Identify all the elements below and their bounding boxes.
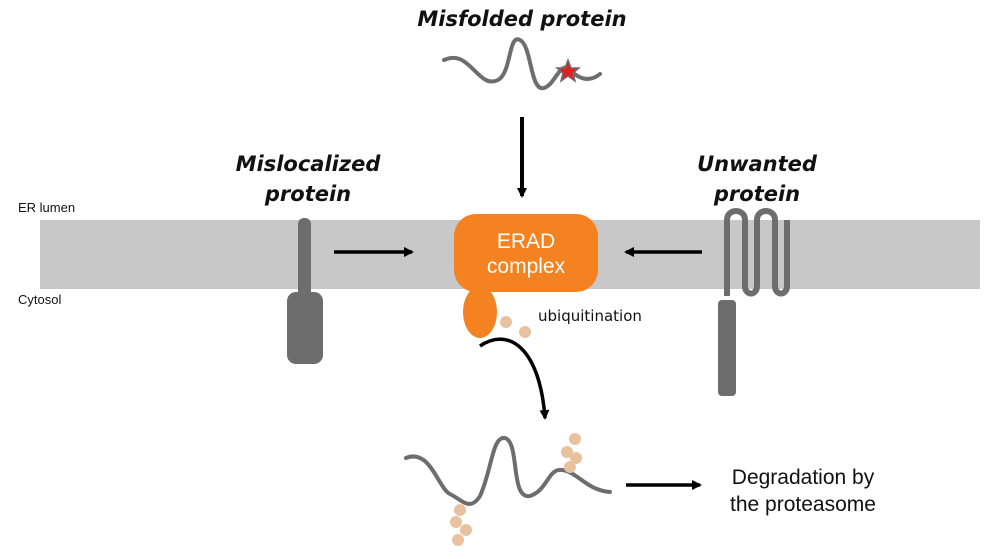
- ubiquitin-dot: [452, 534, 464, 546]
- erad-cytosolic-domain: [463, 286, 497, 338]
- ubiquitin-dot: [519, 326, 531, 338]
- label-erad-complex: ERAD complex: [454, 229, 598, 279]
- label-degradation-line1: Degradation by: [731, 466, 875, 489]
- unwanted-protein-multipass: [724, 208, 790, 297]
- mislocalized-protein-cytosolic: [287, 292, 323, 364]
- erad-complex: [454, 214, 598, 292]
- label-unwanted-protein: Unwanted protein: [672, 149, 842, 209]
- ubiquitin-dot: [569, 433, 581, 445]
- ubiquitin-dot: [460, 524, 472, 536]
- label-er-lumen: ER lumen: [18, 200, 76, 215]
- label-erad-line2: complex: [486, 255, 566, 278]
- ubiquitin-dot: [570, 452, 582, 464]
- label-unwanted-line2: protein: [713, 182, 801, 206]
- ubiquitin-dot: [500, 316, 512, 328]
- unwanted-protein-cytosolic: [718, 300, 736, 396]
- label-erad-line1: ERAD: [496, 230, 556, 253]
- label-cytosol: Cytosol: [18, 292, 62, 307]
- misfold-star-icon: [554, 57, 582, 83]
- label-mislocalized-line1: Mislocalized: [235, 152, 381, 176]
- ubiquitin-dot: [561, 446, 573, 458]
- label-mislocalized-line2: protein: [264, 182, 352, 206]
- ubiquitinated-protein-strand: [404, 436, 612, 506]
- misfolded-protein-strand: [442, 37, 602, 91]
- mislocalized-protein-tm: [298, 218, 311, 298]
- label-mislocalized-protein: Mislocalized protein: [218, 149, 398, 209]
- arrow-erad-to-degradation: [479, 337, 550, 420]
- ubiquitin-dot: [564, 461, 576, 473]
- label-misfolded-protein: Misfolded protein: [417, 7, 627, 31]
- ubiquitin-dot: [450, 516, 462, 528]
- label-degradation-line2: the proteasome: [730, 493, 876, 516]
- ubiquitin-dot: [454, 504, 466, 516]
- label-ubiquitination: ubiquitination: [538, 307, 642, 325]
- label-unwanted-line1: Unwanted: [697, 152, 817, 176]
- label-degradation: Degradation by the proteasome: [708, 464, 898, 518]
